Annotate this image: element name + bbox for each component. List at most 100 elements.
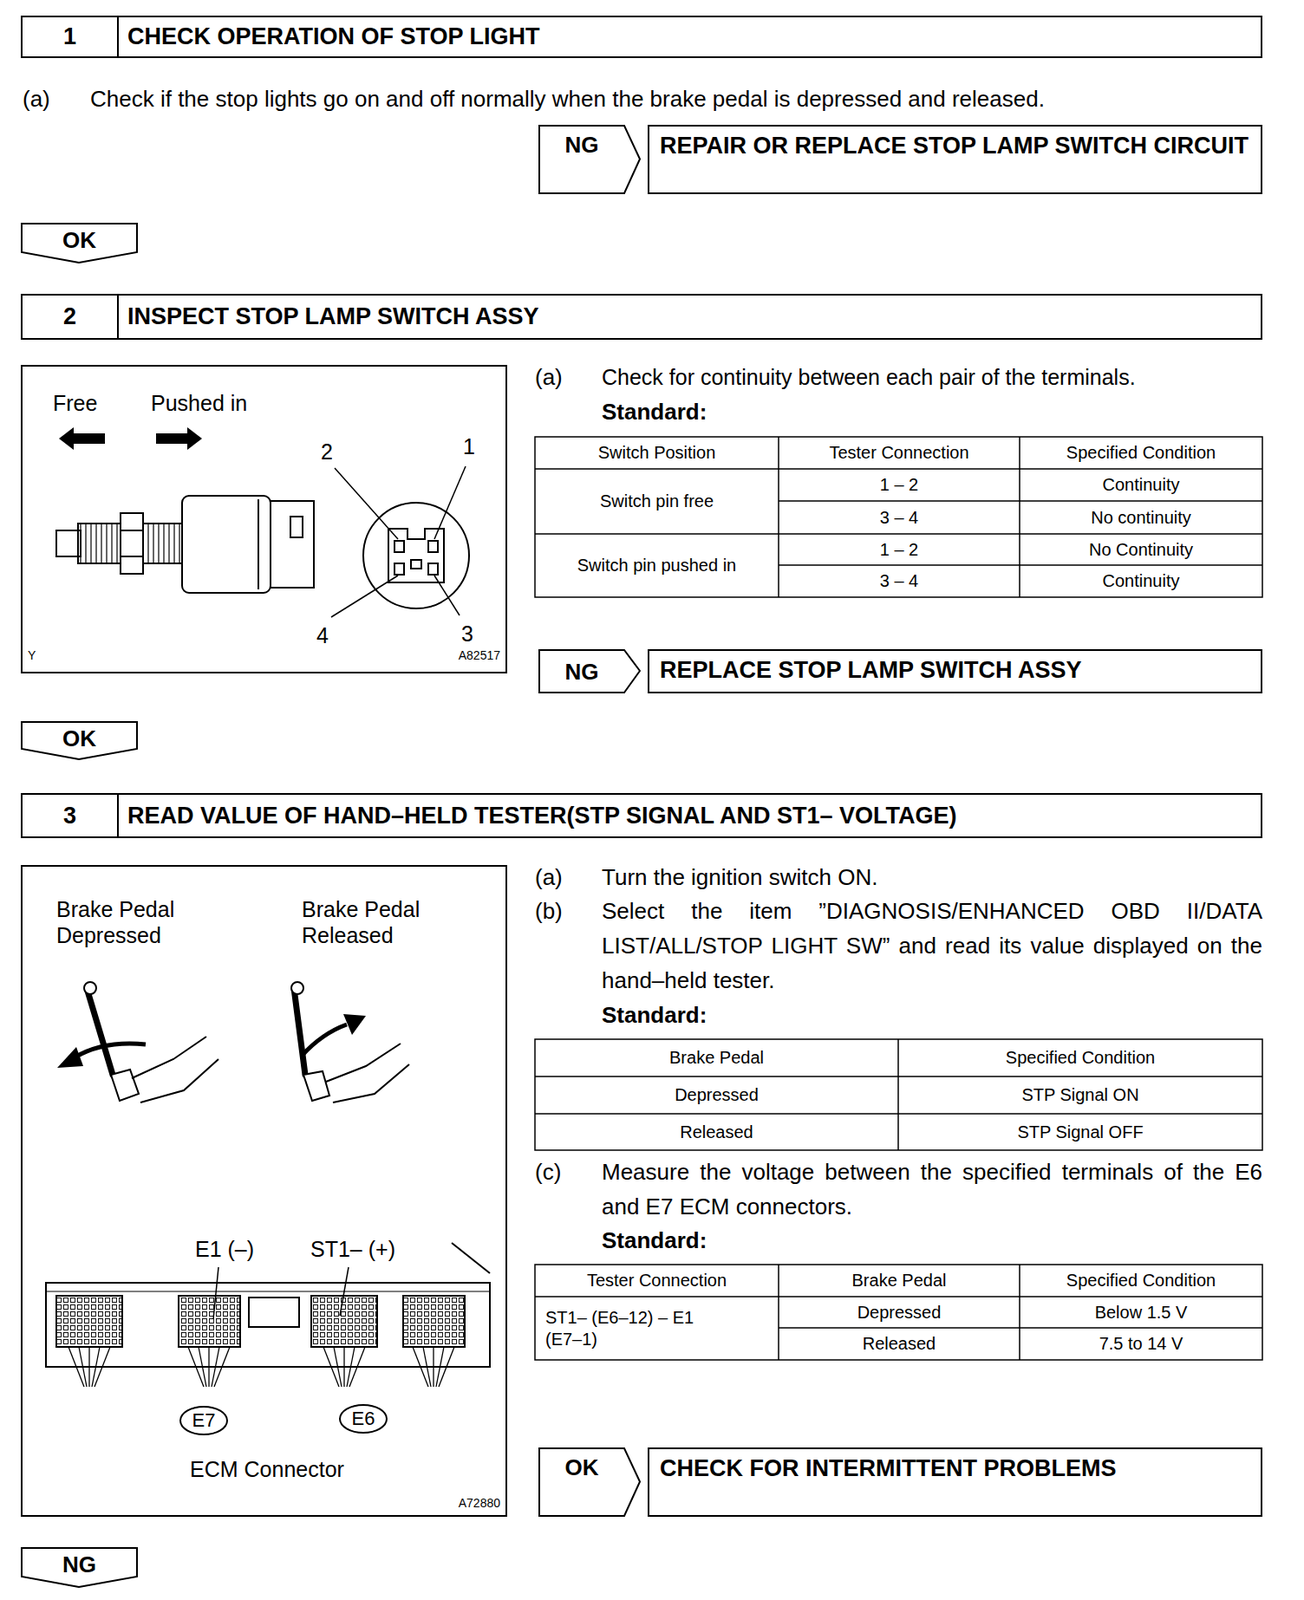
step-header: 2INSPECT STOP LAMP SWITCH ASSY xyxy=(20,293,1263,340)
step-letter: (a) xyxy=(22,81,51,117)
tag-shape xyxy=(21,1548,137,1588)
figure-label: 3 xyxy=(461,620,474,647)
result-arrow-text: OK xyxy=(538,1454,626,1481)
result-arrow-text: NG xyxy=(538,658,626,685)
step-letter: (c) xyxy=(534,1154,561,1190)
wire-harness xyxy=(188,1347,204,1388)
table-rule xyxy=(534,533,1263,535)
result-arrow: NG xyxy=(538,649,641,694)
table-cell: 7.5 to 14 V xyxy=(1019,1328,1263,1361)
switch-connector xyxy=(270,501,314,588)
switch-thread xyxy=(143,523,183,564)
table-rule xyxy=(777,1264,780,1361)
table-cell: Switch Position xyxy=(534,436,779,470)
terminal xyxy=(394,541,405,553)
wire-harness xyxy=(214,1347,230,1388)
ecm-edge xyxy=(451,1243,490,1274)
table-cell: 3 – 4 xyxy=(778,501,1020,535)
switch-latch xyxy=(290,516,303,538)
wire-harness xyxy=(68,1347,85,1388)
table-cell: Tester Connection xyxy=(778,436,1020,470)
ecm-connector xyxy=(311,1296,378,1348)
table-cell: ST1– (E6–12) – E1 (E7–1) xyxy=(534,1297,779,1361)
step-title: INSPECT STOP LAMP SWITCH ASSY xyxy=(118,295,1261,339)
wire-harness xyxy=(343,1347,345,1388)
figure-label: E1 (–) xyxy=(195,1236,255,1263)
ecm-body xyxy=(45,1291,490,1293)
switch-thread xyxy=(78,523,122,564)
figure-frame: FreePushed in2143YA82517 xyxy=(20,365,508,674)
art-group xyxy=(45,427,490,1368)
tag-shape xyxy=(539,650,640,693)
leader-line xyxy=(334,468,398,540)
ecm-body xyxy=(45,1283,490,1368)
step-title: READ VALUE OF HAND–HELD TESTER(STP SIGNA… xyxy=(118,795,1261,837)
ecm-window xyxy=(248,1297,300,1328)
wire-harness xyxy=(423,1347,431,1388)
brake-pedal xyxy=(110,1069,139,1102)
result-arrow-text: NG xyxy=(538,131,626,158)
standard-heading: Standard: xyxy=(601,997,707,1033)
pedal-pivot xyxy=(291,982,304,995)
result-box: REPLACE STOP LAMP SWITCH ASSY xyxy=(647,649,1263,694)
wire-harness xyxy=(438,1347,455,1388)
tag-shape xyxy=(21,223,137,263)
table-cell: STP Signal ON xyxy=(898,1076,1263,1115)
table-cell: Specified Condition xyxy=(1019,1264,1263,1298)
result-box-text: REPAIR OR REPLACE STOP LAMP SWITCH CIRCU… xyxy=(649,126,1261,165)
table-cell: Depressed xyxy=(778,1297,1020,1329)
connector-callout: E7 xyxy=(178,1405,229,1437)
direction-arrow xyxy=(71,433,105,444)
table-rule xyxy=(534,468,1263,470)
wire-harness xyxy=(436,1347,444,1388)
switch-nut xyxy=(120,513,144,574)
ecm-connector xyxy=(56,1296,123,1348)
ecm-connector xyxy=(178,1296,241,1348)
leader-line xyxy=(331,575,398,618)
table-border xyxy=(534,436,1263,598)
leader-line xyxy=(339,1267,349,1317)
wire-harness xyxy=(208,1347,209,1388)
wire-harness xyxy=(78,1347,87,1388)
figure-frame: Brake Pedal DepressedBrake Pedal Release… xyxy=(20,865,508,1518)
flow-tag: OK xyxy=(20,721,138,761)
direction-arrow xyxy=(58,427,74,450)
switch-body xyxy=(182,495,271,594)
figure-label: 2 xyxy=(320,438,333,465)
step-header: 3READ VALUE OF HAND–HELD TESTER(STP SIGN… xyxy=(20,793,1263,839)
switch-pin xyxy=(56,530,81,557)
result-arrow: OK xyxy=(538,1447,641,1518)
figure-label: Pushed in xyxy=(150,390,248,417)
table-cell: Below 1.5 V xyxy=(1019,1297,1263,1329)
result-box: REPAIR OR REPLACE STOP LAMP SWITCH CIRCU… xyxy=(647,124,1263,195)
pedal-pivot xyxy=(84,982,97,995)
wire-harness xyxy=(211,1347,220,1388)
direction-arrow xyxy=(156,433,190,444)
table-cell: No continuity xyxy=(1019,501,1263,535)
flow-tag: NG xyxy=(20,1547,138,1589)
switch-nut xyxy=(120,555,144,558)
leader-line xyxy=(434,575,460,616)
wire-harness xyxy=(349,1347,366,1388)
table-cell: Specified Condition xyxy=(898,1039,1263,1077)
figure-label: ST1– (+) xyxy=(310,1236,396,1263)
connector-callout: E6 xyxy=(338,1403,389,1435)
figure-label: A82517 xyxy=(458,648,501,664)
ecm-connector xyxy=(403,1296,465,1348)
step-number: 2 xyxy=(22,295,119,339)
table-cell: Brake Pedal xyxy=(534,1039,899,1077)
figure-label: Y xyxy=(27,648,36,664)
table-cell: Continuity xyxy=(1019,469,1263,502)
figure-label: 1 xyxy=(462,433,476,460)
wire-harness xyxy=(91,1347,100,1388)
table-cell: Released xyxy=(534,1114,899,1151)
table-cell: Specified Condition xyxy=(1019,436,1263,470)
table-rule xyxy=(778,1327,1263,1330)
figure-label: Brake Pedal Released xyxy=(301,896,450,949)
table-rule xyxy=(534,1113,1263,1115)
motion-arrow xyxy=(74,1043,146,1058)
instruction-text: Measure the voltage between the specifie… xyxy=(601,1154,1263,1225)
leader-line xyxy=(213,1267,219,1320)
flow-tag: OK xyxy=(20,222,138,264)
